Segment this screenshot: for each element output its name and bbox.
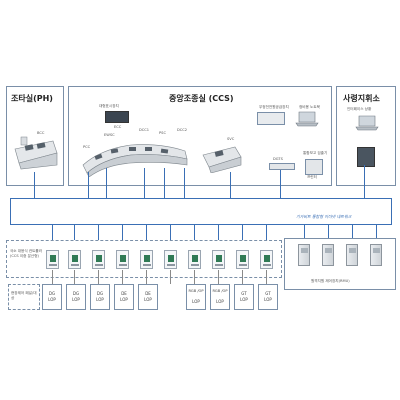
lower-left-caption: 국소 대응식 컨트롤러 (CCS 이중 분산형): [10, 249, 44, 259]
dgts-label: DGTS: [273, 157, 283, 161]
lop-link-1: [52, 270, 53, 284]
network-bus-top: [10, 198, 392, 199]
lop-line2: LOP: [259, 297, 277, 302]
network-bus-left: [10, 198, 11, 225]
lop-line2: LOP: [67, 297, 85, 302]
link-svc: [230, 172, 231, 198]
controller-box: [236, 250, 249, 269]
ccs-panel: 중앙조종실 (CCS) 대형표시장치 ECC EWSC DCC1 PSC DCC…: [68, 86, 332, 186]
ups-image: [257, 112, 285, 125]
ccs-console-image: [81, 135, 191, 177]
laptop-label: 정비용 노트북: [299, 105, 320, 110]
controller-box: [116, 250, 129, 269]
controller-box: [68, 250, 81, 269]
rmu-cabinet: [322, 244, 334, 266]
lop-line2: LOP: [91, 297, 109, 302]
rmu-cabinet: [370, 244, 382, 266]
lop-line2: LOP: [235, 297, 253, 302]
network-bus-right: [391, 198, 392, 225]
lop-box: GT LOP: [258, 284, 278, 310]
lop-line1: DG: [91, 291, 109, 296]
controller-box: [46, 250, 59, 269]
bcc-console-image: [13, 135, 59, 171]
detector-image: [305, 159, 323, 175]
controller-box: [188, 250, 201, 269]
rmu-cabinet: [346, 244, 358, 266]
lop-link-3: [98, 270, 99, 284]
printer-label: 프린터: [307, 175, 317, 180]
network-bus-bottom: [10, 224, 392, 225]
ecc-label: ECC: [114, 125, 121, 129]
lop-box: DE LOP: [114, 284, 134, 310]
lop-line1: GT: [235, 291, 253, 296]
lop-line1: RGB /OP: [211, 289, 229, 294]
controller-box: [140, 250, 153, 269]
hq-title: 사령지휘소: [343, 93, 380, 104]
hq-server-image: [357, 147, 375, 167]
lop-box: GT LOP: [234, 284, 254, 310]
lop-box: RGB /OP LOP: [186, 284, 206, 310]
dgts-image: [269, 163, 295, 170]
detector-label: 통합보고 검출기: [303, 151, 327, 156]
controller-box: [212, 250, 225, 269]
svc-console-image: [201, 143, 243, 173]
hq-laptop-icon: [355, 115, 379, 131]
link-bcc: [34, 172, 35, 198]
lop-line1: GT: [259, 291, 277, 296]
lop-link-9: [242, 270, 243, 284]
lop-link-8: [218, 270, 219, 284]
link-psc: [164, 168, 165, 198]
lop-link-5: [146, 270, 147, 284]
link-ewsc: [106, 168, 107, 198]
svc-label: SVC: [227, 137, 234, 141]
link-hq: [364, 165, 365, 198]
laptop-icon: [295, 111, 319, 127]
lop-link-10: [266, 270, 267, 284]
lop-line1: RGB /OP: [187, 289, 205, 294]
lop-line1: DG: [43, 291, 61, 296]
field-panel-label: 현장제어 패널/대상: [11, 291, 37, 301]
lop-line1: DE: [115, 291, 133, 296]
dcc1-label: DCC1: [139, 128, 149, 132]
lop-link-7: [194, 270, 195, 284]
controller-box: [164, 250, 177, 269]
ccs-title: 중앙조종실 (CCS): [169, 93, 234, 104]
lop-line2: LOP: [187, 299, 205, 304]
lop-line2: LOP: [115, 297, 133, 302]
lop-link-6: [170, 270, 171, 284]
lop-box: DE LOP: [138, 284, 158, 310]
dcc2-label: DCC2: [177, 128, 187, 132]
link-dcc1: [144, 168, 145, 198]
link-dgts: [280, 170, 281, 198]
link-dcc2: [184, 168, 185, 198]
hq-device-label: 인터페이스 상황: [347, 107, 371, 112]
lop-line2: LOP: [139, 297, 157, 302]
ph-title: 조타실(PH): [11, 93, 53, 104]
lop-line2: LOP: [43, 297, 61, 302]
lop-box: DG LOP: [42, 284, 62, 310]
lop-box: RGB /OP LOP: [210, 284, 230, 310]
large-display-label: 대형표시장치: [99, 104, 119, 109]
controller-box: [260, 250, 273, 269]
lop-box: DG LOP: [66, 284, 86, 310]
controller-box: [92, 250, 105, 269]
field-panel-label-box: 현장제어 패널/대상: [8, 284, 40, 310]
link-pcc: [88, 172, 89, 198]
lop-link-2: [74, 270, 75, 284]
hq-panel: 사령지휘소 인터페이스 상황: [336, 86, 396, 186]
network-label: 기가비트 통합형 이더넷 네트워크: [296, 214, 351, 220]
lop-link-4: [122, 270, 123, 284]
rmu-cabinet: [298, 244, 310, 266]
rmu-caption: 원격지원 제어장치(RMU): [311, 279, 350, 284]
ph-panel: 조타실(PH) BCC: [6, 86, 64, 186]
large-display-image: [105, 111, 129, 123]
lop-line1: DG: [67, 291, 85, 296]
lop-line2: LOP: [211, 299, 229, 304]
lop-line1: DE: [139, 291, 157, 296]
ups-label: 무정전전원공급장치: [259, 105, 289, 110]
lop-box: DG LOP: [90, 284, 110, 310]
